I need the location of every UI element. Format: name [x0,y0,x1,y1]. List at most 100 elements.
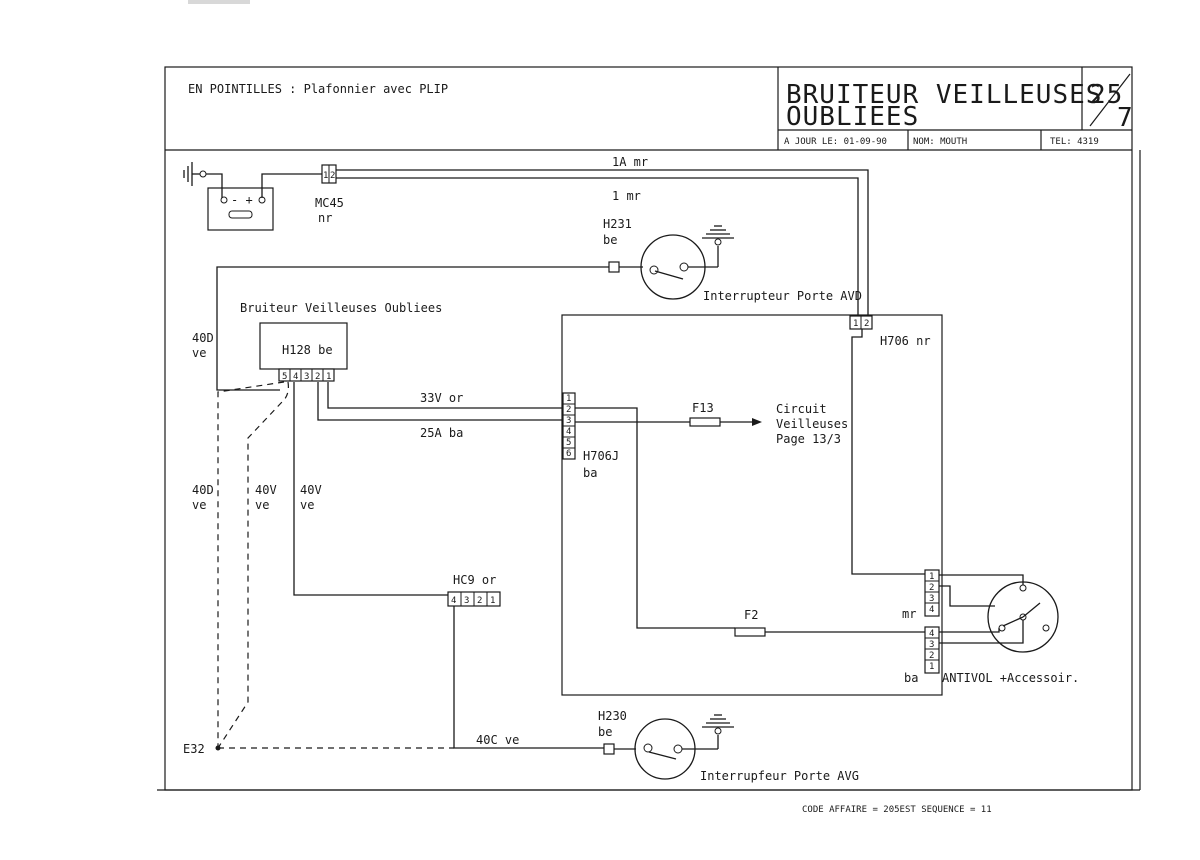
page-slash [1089,73,1131,127]
wire-40v-dashed [217,381,289,749]
page-number-bottom: 7 [1117,103,1134,133]
wire-1-mr-label: 1 mr [612,189,641,203]
svg-text:1: 1 [490,596,495,606]
wire-40d-top [216,266,609,391]
wire-25a-ba [317,382,562,421]
author-name: NOM: MOUTH [913,137,967,147]
wire-40v-label: 40V [300,483,322,497]
h706-label: H706 nr [880,334,931,348]
svg-text:3: 3 [566,416,571,426]
svg-text:4: 4 [929,629,934,639]
page-number-top: 25 [1090,80,1123,110]
svg-text:4: 4 [566,427,571,437]
wire-40d-dashed [217,381,285,748]
svg-text:2: 2 [929,651,934,661]
svg-text:3: 3 [929,640,934,650]
door-switch-avd: Interrupteur Porte AVD [640,234,862,303]
svg-text:6: 6 [566,449,571,459]
mc45-label: MC45 [315,196,344,210]
connector-mc45: 1 2 MC45 nr [315,164,344,225]
wire-33v-or [327,382,562,409]
wire-40d-top-color: ve [192,346,206,360]
f13-label: F13 [692,401,714,415]
h230-color: be [598,725,612,739]
wire-antivol-4 [939,620,1024,644]
svg-text:3: 3 [304,372,309,382]
arrow-icon [752,418,762,426]
title-line2: OUBLIEES [786,102,919,132]
wire-antivol-1 [939,574,1024,585]
wire-h706-antivol [851,329,925,575]
svg-text:1: 1 [853,319,858,329]
svg-text:2: 2 [315,372,320,382]
svg-text:2: 2 [566,405,571,415]
wire-40d-top-label: 40D [192,331,214,345]
svg-text:1: 1 [929,662,934,672]
circuit-line1: Circuit [776,402,827,416]
circuit-line3: Page 13/3 [776,432,841,446]
wire-40d-low-label: 40D [192,483,214,497]
f2-label: F2 [744,608,758,622]
h128-label: H128 be [282,343,333,357]
connector-antivol-bottom: 4 3 2 1 ba [904,626,940,685]
svg-text:5: 5 [282,372,287,382]
connector-hc9: 4 3 2 1 HC9 or [447,573,501,607]
wire-40c-label: 40C ve [476,733,519,747]
wire-40d-low-color: ve [192,498,206,512]
svg-text:2: 2 [864,319,869,329]
pointilles-note: EN POINTILLES : Plafonnier avec PLIP [188,82,448,96]
scan-mark [188,0,250,4]
connector-h706: 1 2 H706 nr [849,315,931,348]
wire-1a-mr-label: 1A mr [612,155,648,169]
title-line1: BRUITEUR VEILLEUSES [786,80,1102,110]
title-block: EN POINTILLES : Plafonnier avec PLIP BRU… [188,67,1134,150]
svg-text:2: 2 [929,583,934,593]
mc45-color: nr [318,211,332,225]
ground-icon-avd [702,225,734,246]
connector-antivol-top: 1 2 3 4 mr [902,569,940,621]
e32-point [215,745,221,751]
svg-text:4: 4 [929,605,934,615]
fuse-f2: F2 [734,608,766,637]
wire-antivol-3 [939,628,1000,633]
wire-hc9-down [453,606,604,749]
wire-40v-dashed-color: ve [255,498,269,512]
switch-avd-label: Interrupteur Porte AVD [703,289,862,303]
telephone: TEL: 4319 [1050,137,1099,147]
antivol-bottom-color: ba [904,671,918,685]
battery-terminals: - + [231,193,253,207]
bruiteur-title: Bruiteur Veilleuses Oubliees [240,301,442,315]
connector-h231: H231 be [603,217,632,273]
svg-text:2: 2 [330,171,335,181]
wire-antivol-2 [939,585,995,607]
connector-h230: H230 be [598,709,627,755]
wire-1-mr [336,177,859,317]
svg-text:1: 1 [326,372,331,382]
wire-1a-mr [336,169,869,317]
h231-color: be [603,233,617,247]
wire-40v [293,382,448,596]
wire-battery-mc45 [261,173,324,198]
battery-icon: - + [207,187,274,231]
chassis-ground-icon [183,162,207,186]
wire-ground-battery [206,173,223,198]
e32-label: E32 [183,742,205,756]
wire-to-f13 [575,407,735,629]
svg-text:5: 5 [566,438,571,448]
module-h128: H128 be 5 4 3 2 1 [259,322,348,382]
svg-text:1: 1 [323,171,328,181]
wire-33v-label: 33V or [420,391,463,405]
svg-text:2: 2 [477,596,482,606]
svg-text:3: 3 [464,596,469,606]
door-switch-avg: Interrupfeur Porte AVG [634,718,859,783]
update-date: A JOUR LE: 01-09-90 [784,137,887,147]
h230-label: H230 [598,709,627,723]
connector-h706j: 6 5 4 3 2 1 H706J ba [562,392,619,480]
switch-avg-label: Interrupfeur Porte AVG [700,769,859,783]
h706j-color: ba [583,466,597,480]
svg-text:4: 4 [293,372,298,382]
wire-40v-color: ve [300,498,314,512]
svg-text:1: 1 [929,572,934,582]
fuse-box-outline [561,314,943,696]
